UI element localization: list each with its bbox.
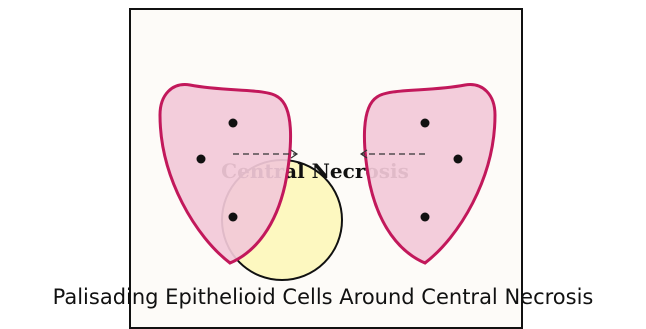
diagram-caption: Palisading Epithelioid Cells Around Cent… — [53, 285, 594, 309]
nucleus-right-middle — [454, 155, 463, 164]
nucleus-right-bottom — [421, 213, 430, 222]
nucleus-left-top — [229, 119, 238, 128]
nucleus-left-bottom — [229, 213, 238, 222]
nucleus-left-middle — [197, 155, 206, 164]
nucleus-right-top — [421, 119, 430, 128]
